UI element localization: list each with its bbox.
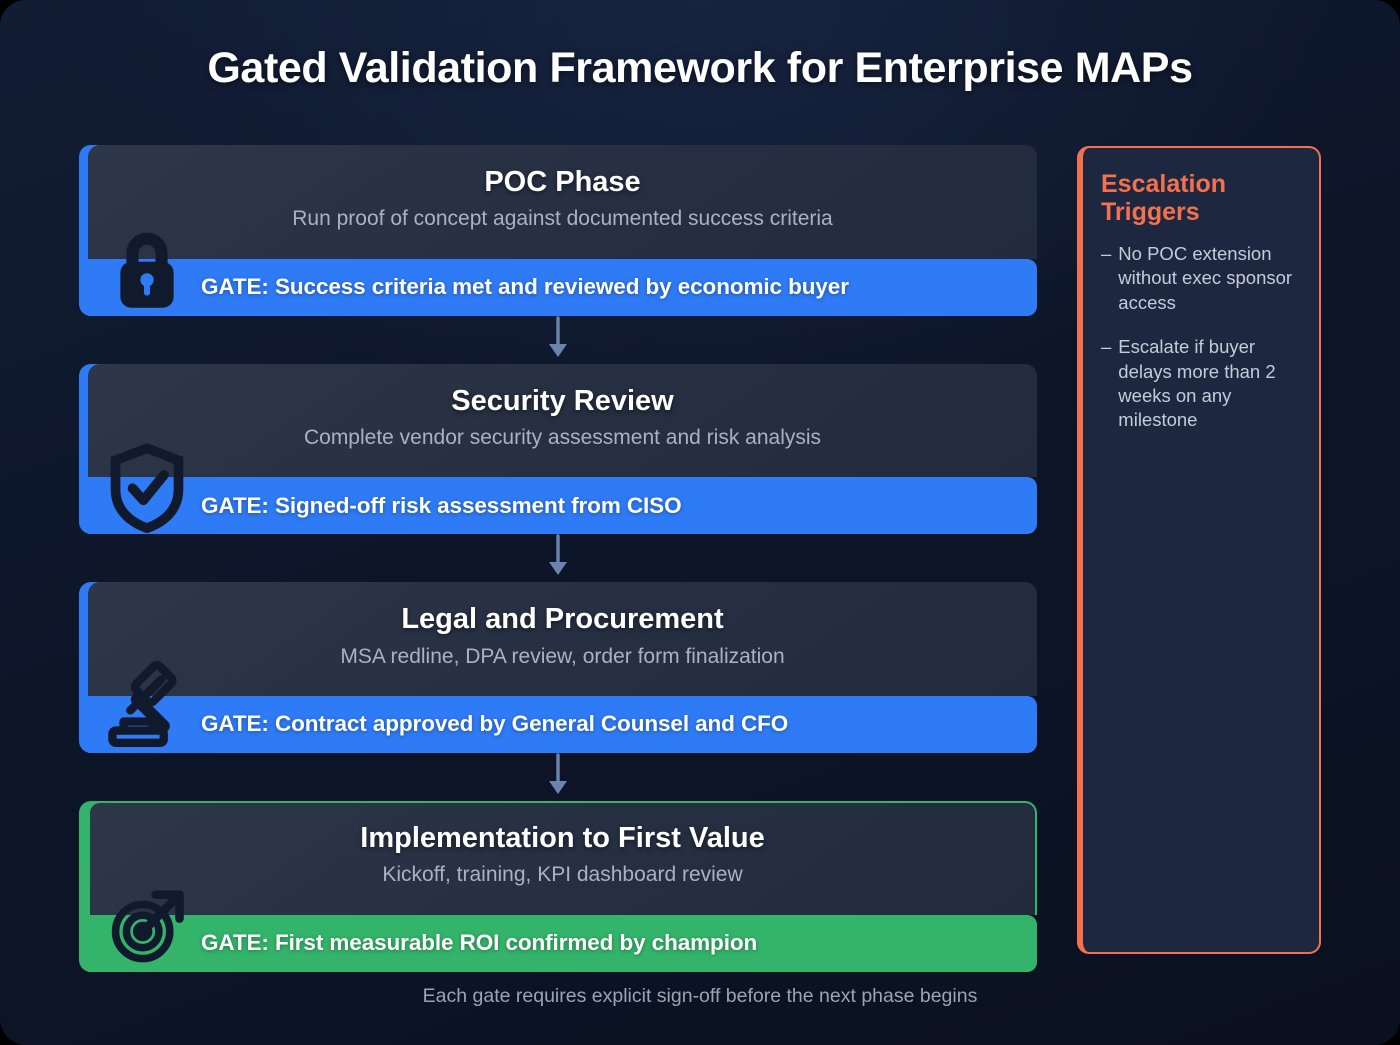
phase-description: MSA redline, DPA review, order form fina…: [340, 644, 785, 668]
connector-3: [79, 753, 1037, 801]
gate-label: GATE: Contract approved by General Couns…: [201, 711, 789, 737]
escalation-item-text: No POC extension without exec sponsor ac…: [1118, 243, 1293, 313]
footer-note: Each gate requires explicit sign-off bef…: [422, 985, 978, 1007]
phase-card-legal-procurement: Legal and Procurement MSA redline, DPA r…: [79, 582, 1037, 753]
connector-2: [79, 534, 1037, 582]
phase-card-implementation: Implementation to First Value Kickoff, t…: [79, 800, 1037, 972]
bullet-dash: –: [1101, 243, 1112, 264]
phase-description: Kickoff, training, KPI dashboard review: [382, 863, 743, 887]
escalation-item-text: Escalate if buyer delays more than 2 wee…: [1118, 336, 1276, 431]
phase-card-security-review: Security Review Complete vendor security…: [79, 363, 1037, 535]
phase-body: POC Phase Run proof of concept against d…: [88, 145, 1037, 259]
phase-gate-bar: GATE: First measurable ROI confirmed by …: [88, 889, 1037, 972]
escalation-title: Escalation Triggers: [1101, 170, 1227, 226]
gate-label: GATE: Signed-off risk assessment from CI…: [201, 492, 682, 518]
arrow-down-icon: [549, 753, 567, 794]
phase-body: Legal and Procurement MSA redline, DPA r…: [88, 582, 1037, 696]
bullet-dash: –: [1101, 336, 1112, 358]
phase-card-poc: POC Phase Run proof of concept against d…: [79, 145, 1037, 316]
phase-body: Security Review Complete vendor security…: [88, 363, 1037, 478]
connector-1: [79, 315, 1037, 364]
escalation-triggers-panel: Escalation Triggers – No POC extension w…: [1077, 146, 1321, 954]
arrow-down-icon: [549, 315, 567, 357]
phase-gate-bar: GATE: Signed-off risk assessment from CI…: [88, 443, 1037, 535]
escalation-item: – No POC extension without exec sponsor …: [1101, 242, 1301, 315]
phase-title: POC Phase: [484, 166, 641, 198]
gate-label: GATE: Success criteria met and reviewed …: [201, 274, 849, 300]
phase-gate-bar: GATE: Success criteria met and reviewed …: [88, 232, 1037, 316]
phase-title: Legal and Procurement: [401, 603, 724, 636]
phase-title: Security Review: [451, 384, 674, 417]
gate-label: GATE: First measurable ROI confirmed by …: [201, 930, 758, 956]
phase-body: Implementation to First Value Kickoff, t…: [88, 800, 1037, 915]
phase-description: Complete vendor security assessment and …: [303, 425, 822, 449]
phase-title: Implementation to First Value: [360, 821, 765, 854]
arrow-down-icon: [549, 534, 567, 576]
phase-description: Run proof of concept against documented …: [292, 207, 833, 231]
phase-flow: POC Phase Run proof of concept against d…: [79, 145, 1037, 972]
page-title: Gated Validation Framework for Enterpris…: [207, 44, 1193, 92]
escalation-item: – Escalate if buyer delays more than 2 w…: [1101, 335, 1301, 433]
phase-gate-bar: GATE: Contract approved by General Couns…: [88, 660, 1037, 753]
